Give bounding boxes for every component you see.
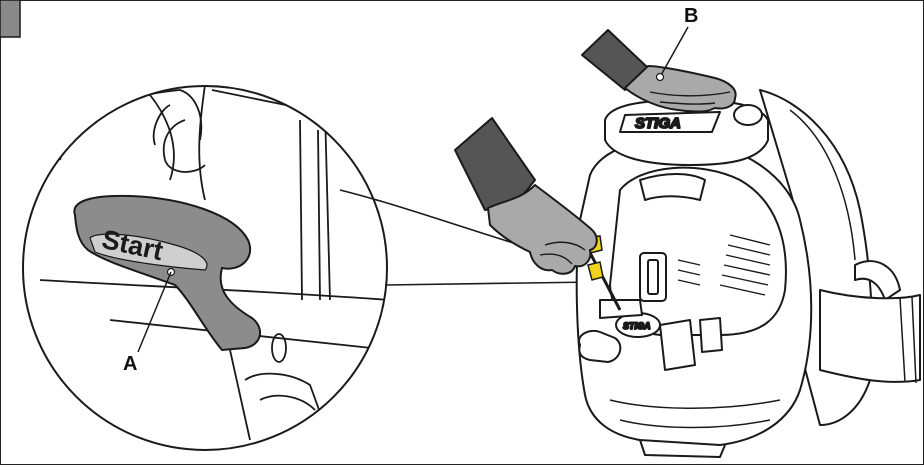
harness-strap — [854, 260, 901, 301]
left-glove — [487, 184, 598, 275]
leaf-blower: STIGA STIGA — [575, 89, 921, 458]
start-label-plate — [89, 233, 208, 271]
magnifier-connector-bottom — [384, 281, 596, 286]
step-tab — [0, 0, 21, 38]
blower-tube — [819, 289, 921, 383]
cooling-fins — [677, 234, 771, 296]
callout-label-a: A — [123, 353, 137, 375]
callout-label-b: B — [684, 5, 698, 27]
right-gloved-hand — [581, 29, 737, 113]
fuel-cap — [578, 329, 622, 363]
brand-label-top: STIGA — [635, 115, 681, 132]
callout-line-b — [659, 26, 689, 78]
left-gloved-hand — [454, 117, 598, 275]
brand-label-badge: STIGA — [623, 321, 651, 331]
callout-point-b — [655, 72, 665, 82]
callout-line-a — [137, 271, 172, 353]
magnifier-detail: Start — [22, 85, 388, 451]
right-glove — [624, 65, 737, 113]
